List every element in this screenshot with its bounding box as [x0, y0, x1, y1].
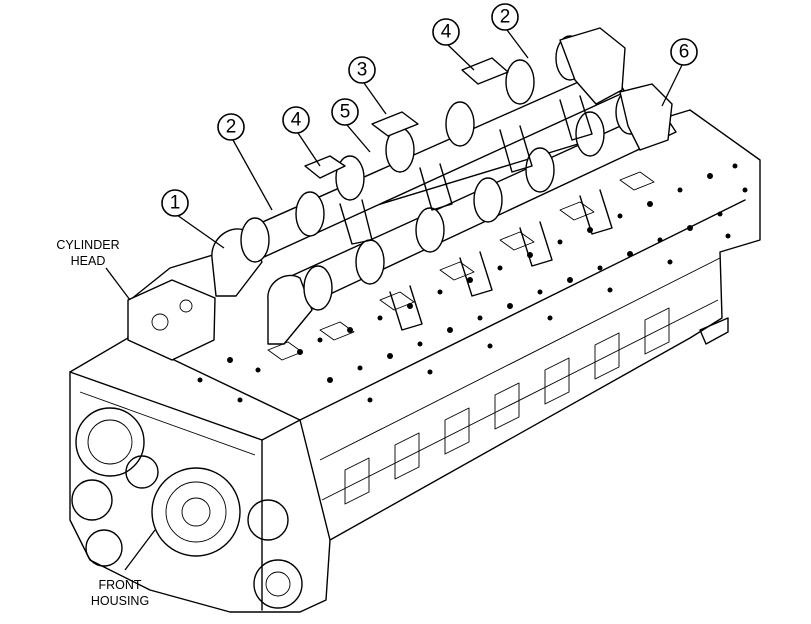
callout-6: 6 [670, 38, 698, 66]
callout-3: 3 [348, 56, 376, 84]
cylinder-head-bolts [197, 163, 748, 403]
callout-4-right-number: 4 [441, 22, 452, 43]
engine-block [69, 109, 761, 613]
callout-3-number: 3 [357, 60, 368, 81]
callout-6-number: 6 [679, 42, 690, 63]
exhaust-manifold [211, 27, 677, 361]
label-front-housing-line2: HOUSING [91, 594, 149, 608]
callout-4-left: 4 [282, 106, 310, 134]
label-cylinder-head-line1: CYLINDER [56, 238, 119, 252]
label-cylinder-head-line2: HEAD [71, 254, 106, 268]
label-cylinder-head: CYLINDER HEAD [56, 238, 119, 268]
callout-2-left: 2 [217, 113, 245, 141]
callout-2-right-number: 2 [500, 7, 511, 28]
callout-1-number: 1 [170, 193, 181, 214]
callout-5: 5 [331, 98, 359, 126]
callout-2-right: 2 [491, 3, 519, 31]
callout-4-right: 4 [432, 18, 460, 46]
label-front-housing-line1: FRONT [98, 578, 141, 592]
callout-4-left-number: 4 [291, 110, 302, 131]
callout-5-number: 5 [340, 102, 351, 123]
callout-2-left-number: 2 [226, 117, 237, 138]
callout-1: 1 [161, 189, 189, 217]
label-front-housing: FRONT HOUSING [91, 578, 149, 608]
leader-lines [105, 29, 683, 571]
